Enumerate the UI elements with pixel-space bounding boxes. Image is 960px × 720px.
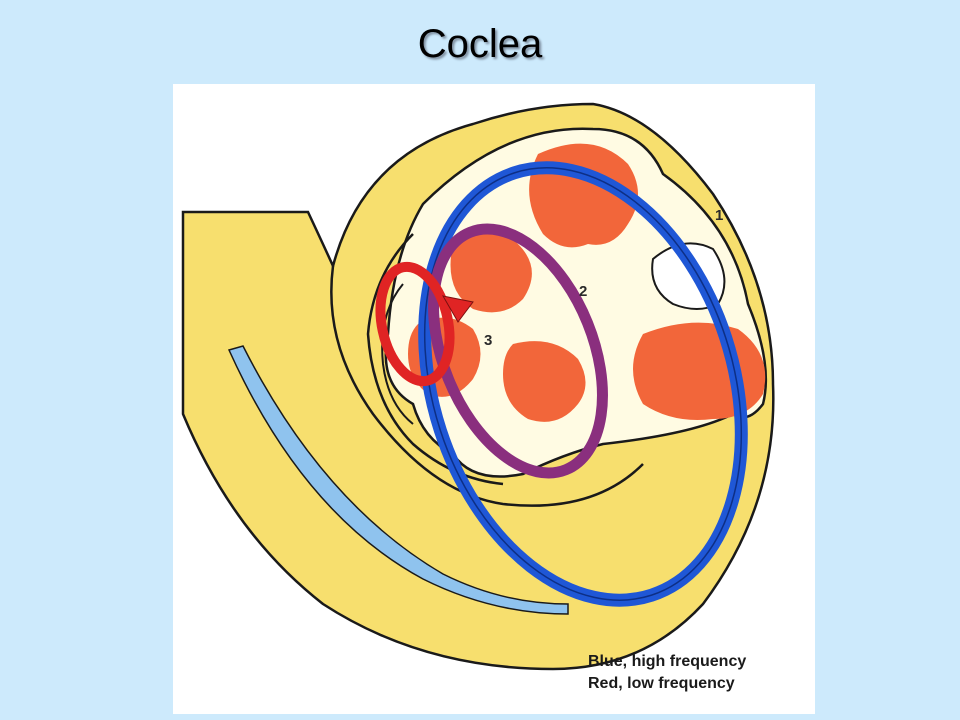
legend-red: Red, low frequency [588, 675, 735, 692]
blue-ribbon-edge [423, 167, 743, 601]
cochlea-diagram: 1 2 3 Blue, high frequency Red, low freq… [181, 102, 775, 692]
purple-ribbon-turn2 [428, 223, 608, 479]
cochlea-illustration: 1 2 3 Blue, high frequency Red, low freq… [173, 84, 815, 714]
duct-middle-left [450, 231, 532, 313]
spiral-contour-outer [330, 265, 644, 507]
red-ribbon-arrow [442, 295, 474, 323]
turn-label-3: 3 [484, 332, 492, 349]
turn-label-2: 2 [579, 283, 587, 300]
red-ribbon-turn3 [375, 261, 455, 387]
basilar-strip [227, 345, 569, 615]
slide-title: Coclea [417, 22, 543, 66]
duct-middle [503, 341, 586, 422]
legend-blue: Blue, high frequency [588, 653, 746, 670]
spiral-contour-inner [381, 283, 414, 425]
turn-label-1: 1 [715, 207, 723, 224]
